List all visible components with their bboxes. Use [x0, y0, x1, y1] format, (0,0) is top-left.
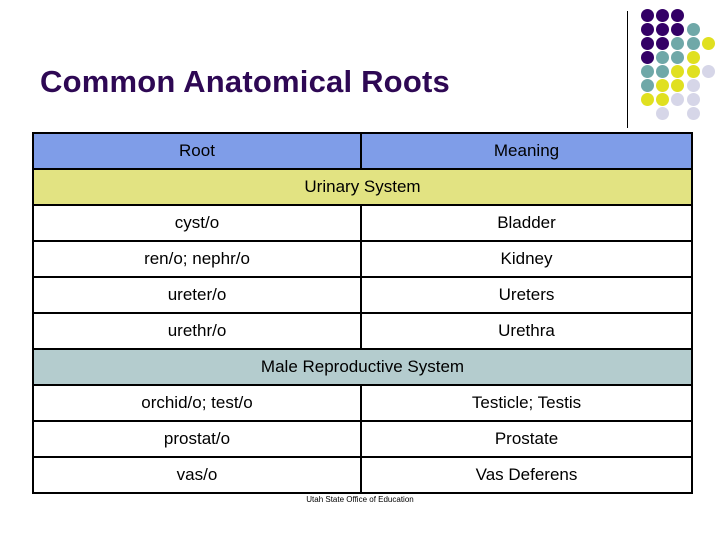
dot-grid-decoration	[641, 9, 715, 121]
decoration-dot	[641, 37, 654, 50]
decoration-dot	[641, 9, 654, 22]
decoration-dot	[656, 65, 670, 78]
cell-meaning: Urethra	[360, 312, 693, 350]
table-section-row: Urinary System	[32, 168, 693, 206]
decoration-dot	[671, 93, 685, 106]
cell-meaning: Testicle; Testis	[360, 384, 693, 422]
decoration-dot	[671, 51, 685, 64]
column-header-root: Root	[32, 132, 362, 170]
decoration-dot	[641, 93, 654, 106]
cell-root: ren/o; nephr/o	[32, 240, 362, 278]
decoration-dot	[656, 107, 670, 120]
decoration-dot	[656, 37, 670, 50]
decoration-dot	[656, 9, 670, 22]
decoration-dot	[686, 65, 700, 78]
decoration-dot	[641, 65, 654, 78]
cell-meaning: Kidney	[360, 240, 693, 278]
cell-root: cyst/o	[32, 204, 362, 242]
footer-credit: Utah State Office of Education	[306, 495, 414, 504]
decoration-dot	[641, 79, 654, 92]
cell-meaning: Ureters	[360, 276, 693, 314]
cell-meaning: Prostate	[360, 420, 693, 458]
vertical-divider-rule	[627, 11, 628, 128]
decoration-dot	[671, 37, 685, 50]
cell-meaning: Vas Deferens	[360, 456, 693, 494]
cell-root: prostat/o	[32, 420, 362, 458]
decoration-dot	[656, 23, 670, 36]
decoration-dot	[686, 51, 700, 64]
decoration-dot	[656, 93, 670, 106]
cell-root: urethr/o	[32, 312, 362, 350]
decoration-dot	[671, 65, 685, 78]
section-header-label: Male Reproductive System	[32, 348, 693, 386]
column-header-meaning: Meaning	[360, 132, 693, 170]
decoration-dot	[686, 37, 700, 50]
cell-root: ureter/o	[32, 276, 362, 314]
section-header-label: Urinary System	[32, 168, 693, 206]
cell-root: orchid/o; test/o	[32, 384, 362, 422]
decoration-dot	[656, 51, 670, 64]
decoration-dot	[656, 79, 670, 92]
table-section-row: Male Reproductive System	[32, 348, 693, 386]
decoration-dot	[641, 23, 654, 36]
decoration-dot	[686, 93, 700, 106]
decoration-dot	[671, 23, 685, 36]
decoration-dot	[671, 79, 685, 92]
decoration-dot	[641, 51, 654, 64]
decoration-dot	[671, 9, 685, 22]
decoration-dot	[701, 37, 715, 50]
decoration-dot	[686, 79, 700, 92]
decoration-dot	[686, 23, 700, 36]
decoration-dot	[686, 107, 700, 120]
cell-root: vas/o	[32, 456, 362, 494]
cell-meaning: Bladder	[360, 204, 693, 242]
page-title: Common Anatomical Roots	[40, 64, 450, 99]
decoration-dot	[701, 65, 715, 78]
